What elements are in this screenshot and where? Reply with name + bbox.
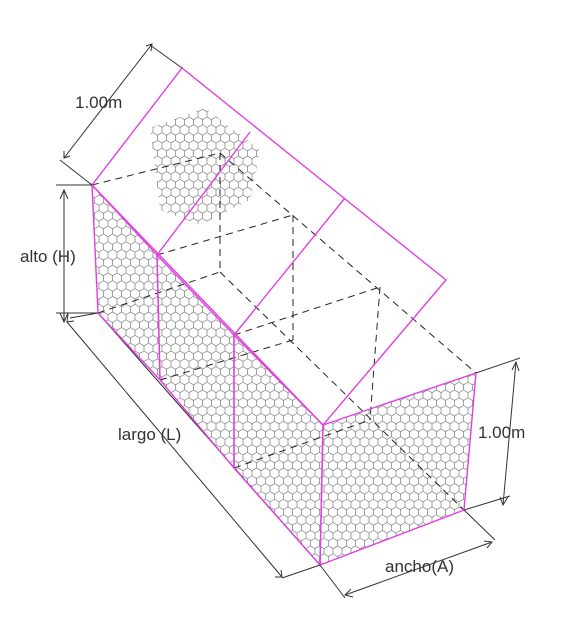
lid-width-label: 1.00m: [75, 93, 122, 112]
lid-divider-2: [233, 197, 346, 336]
lid-outline: [91, 67, 447, 427]
hidden-edges: [91, 152, 477, 511]
side-panel-3: [234, 335, 323, 565]
dim-lid-width: 1.00m: [59, 43, 183, 186]
end-height-label: 1.00m: [478, 423, 525, 442]
length-label: largo (L): [118, 425, 181, 444]
width-label: ancho(A): [385, 557, 454, 576]
dim-height: alto (H): [20, 184, 98, 324]
lid-mesh-patch: [150, 108, 260, 225]
end-panel: [320, 373, 476, 565]
dim-width: ancho(A): [319, 509, 496, 599]
lid-divider-1: [156, 131, 251, 256]
height-label: alto (H): [20, 247, 76, 266]
side-panel-2: [157, 255, 234, 468]
dim-length: largo (L): [66, 312, 321, 579]
side-panel-1: [92, 185, 160, 380]
dim-end-height: 1.00m: [463, 357, 525, 511]
